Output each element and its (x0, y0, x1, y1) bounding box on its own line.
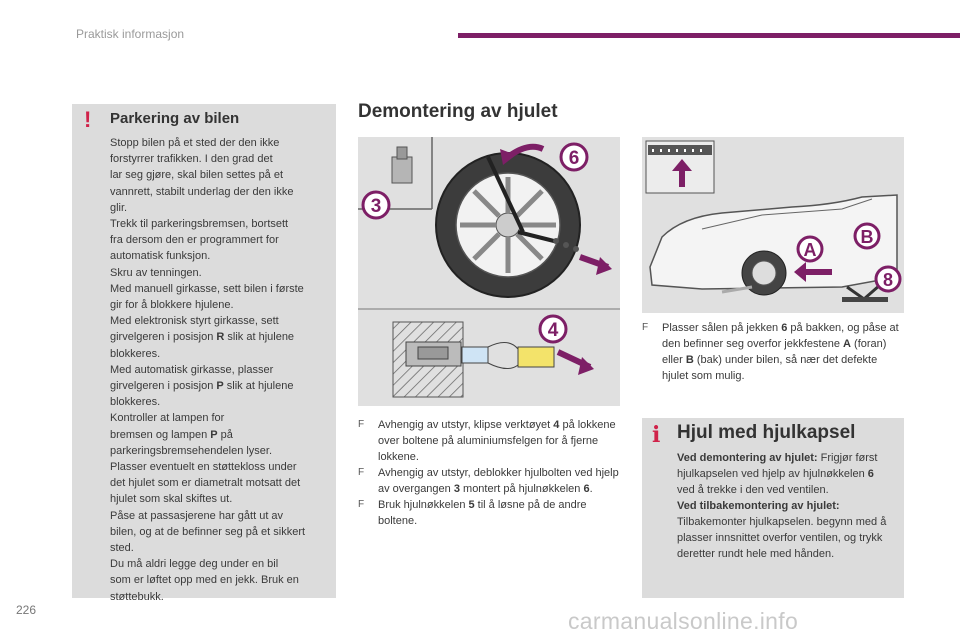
warning-line: Med manuell girkasse, sett bilen i først… (110, 282, 304, 295)
warning-line: gir for å blokkere hjulene. (110, 299, 234, 312)
bullet-icon: F (358, 499, 365, 510)
warning-line: girvelgeren i posisjon R slik at hjulene (110, 331, 295, 344)
callout-3: 3 (361, 190, 391, 220)
warning-line: det hjulet som er diametralt motsatt det (110, 477, 301, 490)
warning-line: glir. (110, 201, 128, 214)
warning-line: blokkeres. (110, 347, 161, 360)
warning-line: Med automatisk girkasse, plasser (110, 363, 274, 376)
car-illustration: A B 8 (642, 137, 904, 313)
watermark: carmanualsonline.info (568, 608, 799, 634)
bullet-icon: F (358, 467, 365, 478)
warning-line: fra dersom den er programmert for (110, 234, 279, 247)
warning-line: Du må aldri legge deg under en bil (110, 558, 279, 571)
section-title: Demontering av hjulet (358, 101, 558, 122)
wheel-removal-figure: 6 3 4 (358, 137, 620, 406)
warning-line: støttebukk. (110, 590, 164, 603)
warning-line: Med elektronisk styrt girkasse, sett (110, 315, 279, 328)
warning-text: Stopp bilen på et sted der den ikke fors… (110, 135, 332, 605)
warning-line: Trekk til parkeringsbremsen, bortsett (110, 218, 289, 231)
warning-line: lar seg gjøre, skal bilen settes på et (110, 169, 284, 182)
svg-text:4: 4 (548, 320, 559, 341)
warning-line: som er løftet opp med en jekk. Bruk en (110, 574, 299, 587)
wheel-illustration: 6 3 4 (358, 137, 620, 406)
svg-text:6: 6 (569, 148, 580, 169)
warning-line: Skru av tenningen. (110, 266, 202, 279)
info-box: i Hjul med hjulkapsel Ved demontering av… (642, 418, 904, 598)
page-number: 226 (16, 603, 37, 617)
svg-text:3: 3 (371, 196, 382, 217)
warning-line: vannrett, stabilt underlag der den ikke (110, 185, 294, 198)
gear-position-r: R (216, 331, 225, 344)
demount-paragraph: Ved demontering av hjulet: Frigjør først… (677, 452, 878, 496)
gear-position-p: P (216, 380, 224, 393)
warning-line: blokkeres. (110, 396, 161, 409)
warning-line: hjulet som skal skiftes ut. (110, 493, 233, 506)
header-accent-bar (458, 33, 960, 38)
svg-text:A: A (804, 240, 817, 260)
bullet-icon: F (358, 419, 365, 430)
callout-a: A (796, 235, 824, 263)
warning-line: automatisk funksjon. (110, 250, 211, 263)
info-text: Ved demontering av hjulet: Frigjør først… (677, 450, 892, 562)
warning-line: sted. (110, 542, 134, 555)
callout-6: 6 (559, 142, 589, 172)
jack-icon (842, 283, 888, 302)
warning-line: parkeringsbremsehendelen lyser. (110, 444, 273, 457)
lamp-p: P (210, 428, 218, 441)
warning-line: Plasser eventuelt en støttekloss under (110, 461, 297, 474)
callout-4: 4 (538, 314, 568, 344)
info-icon: i (652, 422, 661, 448)
warning-title: Parkering av bilen (110, 110, 240, 127)
warning-line: Stopp bilen på et sted der den ikke (110, 137, 280, 149)
bullet-icon: F (642, 322, 649, 333)
exclamation-icon: ! (84, 107, 92, 132)
mount-paragraph: Ved tilbakemontering av hjulet: (677, 500, 840, 512)
car-jack-figure: A B 8 (642, 137, 904, 313)
warning-line: forstyrrer trafikken. I den grad det (110, 153, 273, 166)
warning-box: ! Parkering av bilen Stopp bilen på et s… (72, 104, 336, 603)
wrench-icon (486, 156, 559, 244)
callout-8: 8 (874, 265, 902, 293)
svg-text:8: 8 (883, 270, 893, 290)
warning-line: girvelgeren i posisjon P slik at hjulene (110, 380, 294, 393)
info-title: Hjul med hjulkapsel (677, 422, 856, 443)
svg-text:B: B (861, 227, 874, 247)
callout-b: B (853, 222, 881, 250)
warning-line: Påse at passasjerene har gått ut av (110, 509, 284, 522)
warning-line: bilen, og at de befinner seg på et sikke… (110, 525, 306, 538)
warning-line: bremsen og lampen P på (110, 428, 233, 441)
bolt-icon (391, 146, 413, 184)
mount-text: Tilbakemonter hjulkapselen. begynn med å… (677, 516, 887, 560)
warning-line: Kontroller at lampen for (110, 412, 225, 425)
header-title: Praktisk informasjon (76, 27, 185, 41)
